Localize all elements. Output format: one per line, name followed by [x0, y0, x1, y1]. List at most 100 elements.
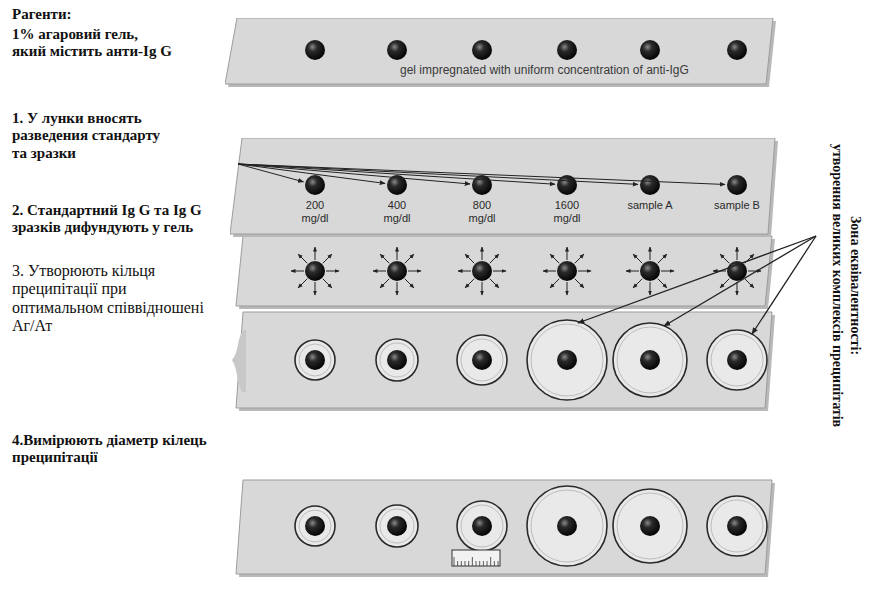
diffusion-ray [291, 271, 304, 272]
precipitin-rings [295, 320, 767, 400]
diffusion-ray [490, 254, 499, 263]
diffusion-ray [658, 279, 667, 288]
diffusion-ray [482, 247, 483, 260]
ring-halo [299, 344, 331, 376]
ring-halo [711, 500, 763, 552]
ruler-tick [468, 561, 469, 566]
well-label: 400 mg/dl [373, 199, 421, 225]
ring-halo [711, 334, 763, 386]
diffusion-ray [405, 254, 414, 263]
precipitin-ring [613, 489, 687, 563]
diffusion-ray [482, 282, 483, 295]
ruler-tick [454, 557, 455, 566]
sample-well [557, 261, 577, 281]
diffusion-ray [465, 279, 474, 288]
gel-plate [236, 480, 772, 574]
precipitin-ring [457, 335, 507, 385]
diffusion-ray [650, 247, 651, 260]
sample-well [387, 40, 407, 60]
gel-strip [236, 480, 775, 577]
diffusion-ray [748, 271, 761, 272]
diffusion-ray [326, 271, 339, 272]
ruler-tick [472, 557, 473, 566]
diffusion-ray [315, 282, 316, 295]
diffusion-ray [373, 271, 386, 272]
well-label: 800 mg/dl [458, 199, 506, 225]
sample-well [727, 516, 747, 536]
precipitin-rings [295, 486, 767, 566]
step-text: 1. У лунки вносять разведения стандарту … [12, 110, 162, 162]
gel-plate [236, 236, 772, 306]
precipitin-ring [376, 339, 418, 381]
sample-well [557, 40, 577, 60]
diffusion-ray [380, 279, 389, 288]
precipitin-ring [527, 486, 607, 566]
well-label: sample B [714, 199, 760, 212]
ruler-tick [479, 561, 480, 566]
gel-strip [232, 312, 775, 411]
diffusion-ray [458, 271, 471, 272]
leader-arrow [578, 236, 816, 323]
sample-well [472, 261, 492, 281]
ruler-tick [476, 561, 477, 566]
sample-well [640, 516, 660, 536]
ruler-ticks [454, 557, 498, 566]
diffusion-ray [567, 247, 568, 260]
diffusion-ray [298, 254, 307, 263]
loading-arrow [238, 164, 555, 184]
ruler-tick [498, 561, 499, 566]
gel-plate [225, 18, 773, 84]
diffusion-ray [323, 254, 332, 263]
diffusion-ray [567, 282, 568, 295]
gel-smudge [232, 330, 246, 392]
diffusion-ray [650, 282, 651, 295]
diffusion-ray [323, 279, 332, 288]
sample-well [472, 175, 492, 195]
ruler-symbol [452, 550, 500, 566]
ring-halo [380, 343, 414, 377]
diffusion-ray [397, 282, 398, 295]
diffusion-ray [550, 279, 559, 288]
diffusion-ray [408, 271, 421, 272]
gel-strip: 200 mg/dl400 mg/dl800 mg/dl1600 mg/dlsam… [230, 138, 775, 234]
sample-well [472, 40, 492, 60]
diffusion-ray [315, 247, 316, 260]
diffusion-ray [405, 279, 414, 288]
diffusion-ray [658, 254, 667, 263]
precipitin-ring [376, 505, 418, 547]
ring-halo [531, 324, 603, 396]
precipitin-ring [295, 506, 335, 546]
ruler-tick [483, 561, 484, 566]
step-text: 3. Утворюють кільця преципітації при опт… [12, 262, 212, 336]
precipitin-ring [527, 320, 607, 400]
precipitin-ring [295, 340, 335, 380]
zone-note: Зона еквівалентності: [846, 95, 864, 475]
diffusion-ray [578, 271, 591, 272]
gel-plate-shape [225, 18, 777, 88]
diffusion-ray [298, 279, 307, 288]
diffusion-ray [720, 279, 729, 288]
precipitin-ring [707, 496, 767, 556]
ring-halo [617, 327, 683, 393]
step-text: 1% агаровий гель, який містить анти-Ig G [12, 26, 172, 61]
sample-well [387, 261, 407, 281]
leader-arrow [664, 236, 816, 326]
ring-halo [380, 509, 414, 543]
diffusion-ray [493, 271, 506, 272]
precipitin-ring [613, 323, 687, 397]
ring-halo [461, 505, 503, 547]
ring-halo [531, 490, 603, 562]
diffusion-ray [397, 247, 398, 260]
sample-well [305, 350, 325, 370]
diffusion-ray [737, 247, 738, 260]
sample-well [387, 350, 407, 370]
sample-well [305, 261, 325, 281]
sample-well [305, 516, 325, 536]
sample-well [557, 350, 577, 370]
diffusion-ray [720, 254, 729, 263]
loading-arrow [238, 164, 638, 184]
step-text: 4.Вимірюють діаметр кілець преципітації [12, 432, 237, 467]
gel-plate [230, 138, 775, 234]
ruler-tick [465, 561, 466, 566]
